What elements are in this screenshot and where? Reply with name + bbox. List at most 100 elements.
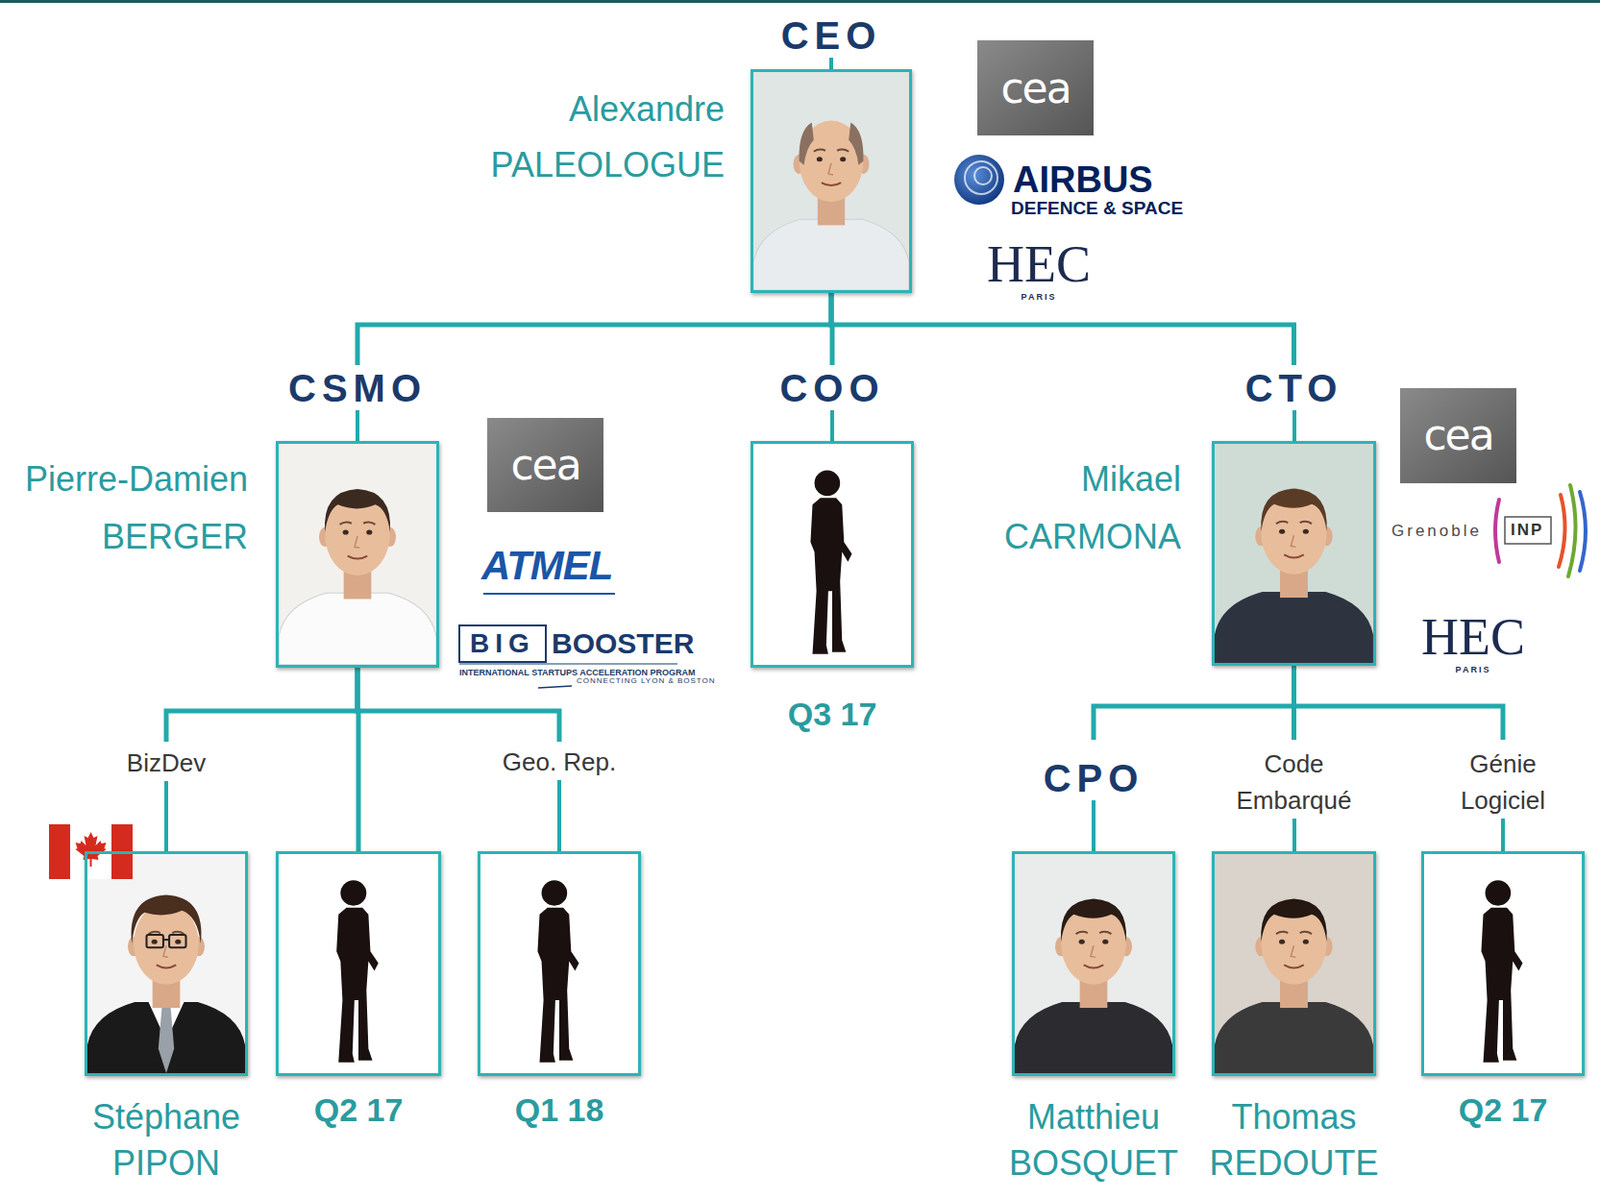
cpo-photo-part xyxy=(1014,1002,1173,1074)
big-booster-rule xyxy=(459,664,678,665)
org-position: CSMOPierre-Damien BERGER xyxy=(275,365,440,668)
person-name: Pierre-Damien BERGER xyxy=(7,450,248,567)
bizdev-photo-part xyxy=(163,938,170,941)
photo-frame xyxy=(477,851,641,1077)
person-name: Mikael CARMONA xyxy=(940,450,1182,567)
role-title: CEO xyxy=(750,13,912,58)
org-connector xyxy=(357,293,832,366)
connector-stem xyxy=(1091,800,1096,852)
org-connector xyxy=(1294,665,1504,740)
connector-stem xyxy=(1292,410,1297,442)
bizdev-photo xyxy=(87,854,246,1074)
ceo-photo-part xyxy=(793,120,870,225)
heading-area: CSMO xyxy=(275,365,440,442)
heading-area: CTO xyxy=(1211,365,1377,442)
grenoble-inp-arcs-part xyxy=(1568,485,1576,577)
ceo-photo-part xyxy=(753,219,910,291)
connector-stem xyxy=(164,781,169,852)
cpo-photo-part xyxy=(1060,899,1127,943)
bizdev-photo-part xyxy=(158,1002,174,1074)
coo-silhouette-part xyxy=(810,497,852,654)
org-position: CTOMikael CARMONA xyxy=(1211,365,1377,666)
grenoble-inp-arcs-part xyxy=(1495,499,1500,563)
cto-photo-part xyxy=(1214,591,1374,664)
cto-photo-part xyxy=(1260,489,1328,533)
heading-area: Geo. Rep. xyxy=(477,741,641,852)
airbus-globe xyxy=(954,154,1005,205)
ceo-photo-part xyxy=(848,122,863,165)
heading-area: Génie Logiciel xyxy=(1421,739,1585,852)
logo-text: BIG xyxy=(459,625,546,663)
logo-text: INP xyxy=(1510,519,1544,542)
coo-silhouette-part xyxy=(753,443,911,665)
connector-stem xyxy=(557,780,562,852)
cpo-photo-part xyxy=(1014,854,1173,1074)
open-position-silhouette xyxy=(1424,854,1582,1074)
cea-logo xyxy=(977,40,1094,136)
heading-area: BizDev xyxy=(84,741,248,852)
canada-flag-part xyxy=(49,824,71,880)
csmo-photo xyxy=(278,443,437,665)
open-position-silhouette-part xyxy=(541,880,568,906)
logo-text: DEFENCE & SPACE xyxy=(1010,197,1183,220)
org-connector xyxy=(357,667,560,742)
embedded-dev-photo xyxy=(1214,854,1374,1074)
role-title: CSMO xyxy=(275,365,440,411)
photo-frame xyxy=(750,441,914,668)
org-position: BizDevStéphane PIPON xyxy=(84,741,248,1187)
inp-box xyxy=(1504,516,1551,544)
role-title: CPO xyxy=(1011,739,1176,801)
coo-silhouette xyxy=(753,443,911,665)
role-title: CTO xyxy=(1211,365,1377,411)
big-booster-swoosh xyxy=(538,686,572,689)
role-title: Génie Logiciel xyxy=(1430,739,1576,819)
bizdev-photo-part xyxy=(131,895,202,945)
heading-area: Code Embarqué xyxy=(1211,739,1377,852)
top-rule xyxy=(0,0,1600,3)
open-position-silhouette-part xyxy=(480,854,639,1074)
open-position-silhouette-part xyxy=(537,908,579,1063)
hiring-date: Q1 18 xyxy=(515,1086,605,1133)
org-connector xyxy=(1093,665,1295,740)
heading-area: COO xyxy=(750,365,914,442)
cea-logo xyxy=(487,418,604,513)
connector-stem xyxy=(1501,818,1505,852)
coo-silhouette-part xyxy=(814,470,841,497)
heading-area: CEO xyxy=(750,13,912,70)
org-connector xyxy=(831,293,1295,366)
connector-stem xyxy=(830,410,835,442)
bizdev-photo-part xyxy=(87,854,246,1074)
photo-frame xyxy=(1011,851,1176,1077)
csmo-photo-part xyxy=(278,443,437,665)
big-booster-box xyxy=(459,625,546,663)
grenoble-inp-arcs xyxy=(1495,485,1586,577)
canada-flag-part xyxy=(75,832,107,867)
open-position-silhouette-part xyxy=(340,880,367,906)
logo-text: CONNECTING LYON & BOSTON xyxy=(576,676,716,687)
logo-text: HEC xyxy=(1411,609,1535,665)
photo-frame xyxy=(275,851,442,1077)
photo-frame xyxy=(1421,851,1585,1077)
org-position: CPOMatthieu BOSQUET xyxy=(1011,739,1176,1187)
bizdev-photo-part xyxy=(147,935,164,948)
open-position-silhouette-part xyxy=(1480,908,1523,1063)
logo-text: BOOSTER xyxy=(551,624,694,664)
open-position-silhouette-part xyxy=(1485,880,1512,906)
role-title: BizDev xyxy=(94,741,239,782)
role-title: Geo. Rep. xyxy=(487,741,632,781)
cto-photo-part xyxy=(1214,443,1374,664)
org-position: Geo. Rep. Q1 18 xyxy=(477,741,641,1133)
org-position: Génie LogicielQ2 17 xyxy=(1421,739,1585,1133)
photo-frame xyxy=(84,851,248,1077)
person-name: Thomas REDOUTE xyxy=(1198,1094,1391,1187)
airbus-globe-part xyxy=(974,167,992,185)
embedded-dev-photo-part xyxy=(1214,1002,1374,1074)
grenoble-inp-arcs-part xyxy=(1558,494,1566,567)
photo-frame xyxy=(750,69,912,294)
cto-photo xyxy=(1214,443,1374,664)
photo-frame xyxy=(1211,851,1377,1077)
person-name: Matthieu BOSQUET xyxy=(987,1094,1200,1187)
